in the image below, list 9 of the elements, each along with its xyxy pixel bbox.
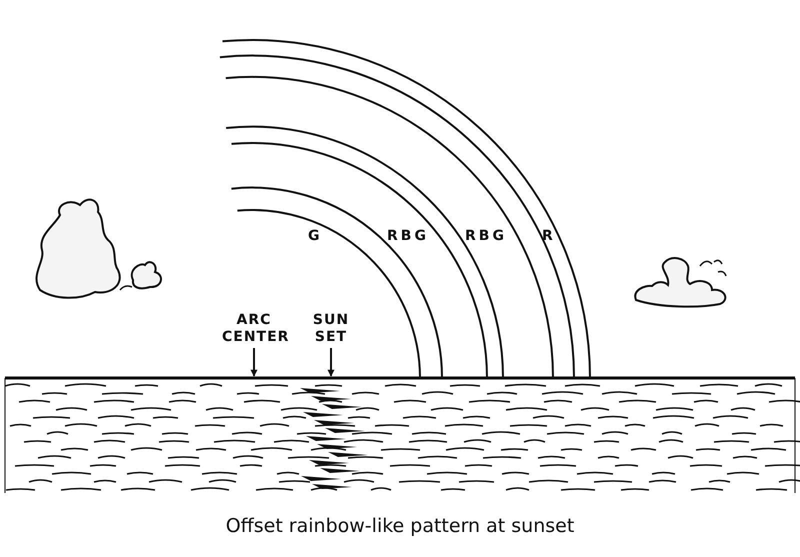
- arrow: [328, 348, 334, 377]
- arrow: [250, 348, 258, 377]
- annotation-label: SUN SET: [306, 312, 356, 346]
- annotation-label: ARC CENTER: [222, 312, 286, 346]
- caption: Offset rainbow-like pattern at sunset: [224, 515, 576, 537]
- arc-color-label: R: [541, 228, 557, 244]
- arc-color-label: RBG: [464, 228, 508, 244]
- arc-color-label: RBG: [386, 228, 430, 244]
- arc-color-label: G: [307, 228, 324, 244]
